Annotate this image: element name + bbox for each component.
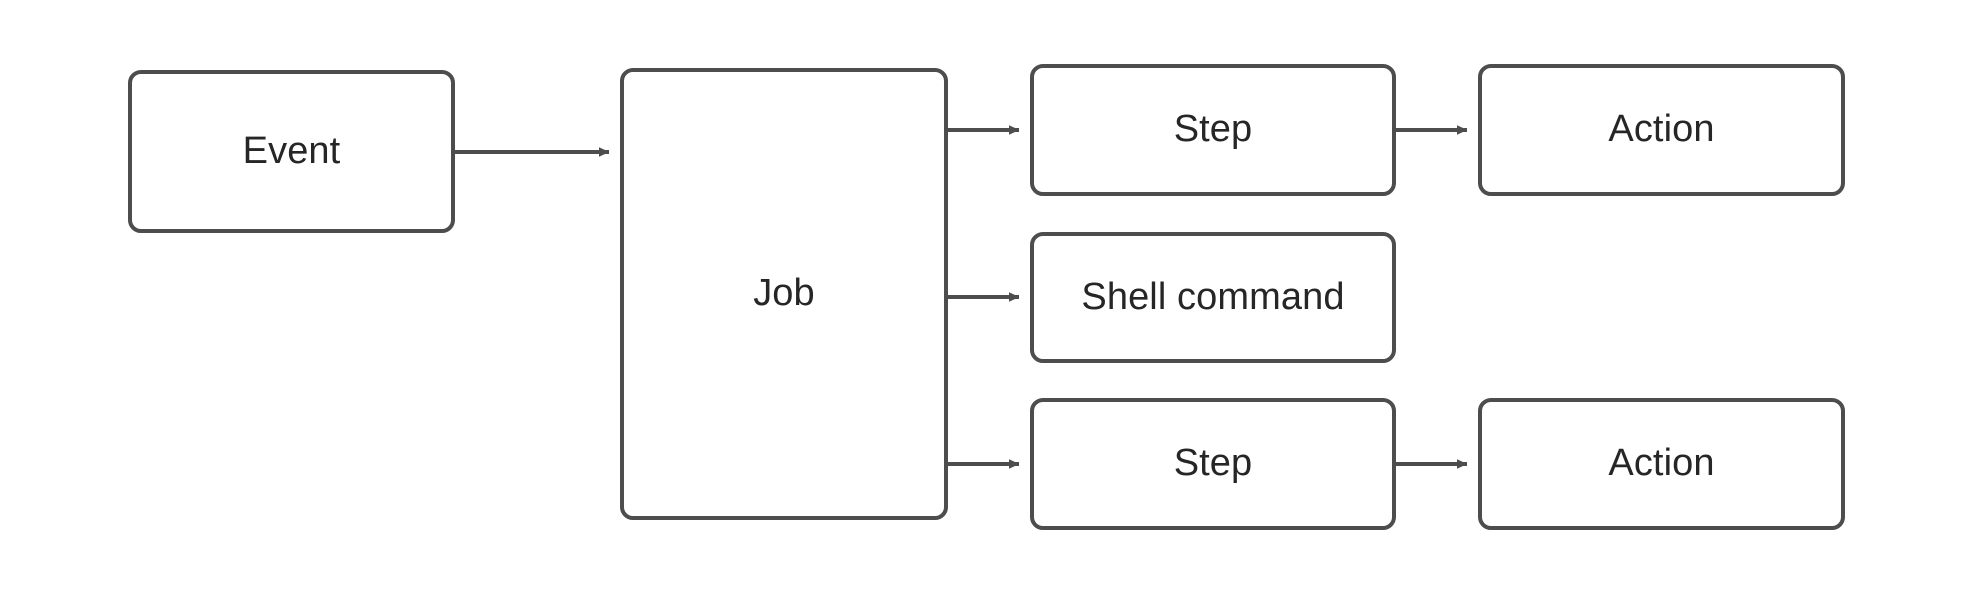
node-event-label: Event: [242, 129, 341, 172]
node-action-2-label: Action: [1608, 442, 1715, 485]
node-step-2[interactable]: Step: [1030, 398, 1396, 530]
node-step-1[interactable]: Step: [1030, 64, 1396, 196]
node-shell-command-label: Shell command: [1081, 275, 1345, 318]
node-job[interactable]: Job: [620, 68, 948, 520]
node-step-2-label: Step: [1173, 442, 1253, 485]
node-event[interactable]: Event: [128, 70, 455, 233]
node-shell-command[interactable]: Shell command: [1030, 232, 1396, 363]
node-job-label: Job: [753, 272, 815, 315]
node-step-1-label: Step: [1173, 108, 1253, 151]
node-action-1[interactable]: Action: [1478, 64, 1845, 196]
node-action-2[interactable]: Action: [1478, 398, 1845, 530]
node-action-1-label: Action: [1608, 108, 1715, 151]
